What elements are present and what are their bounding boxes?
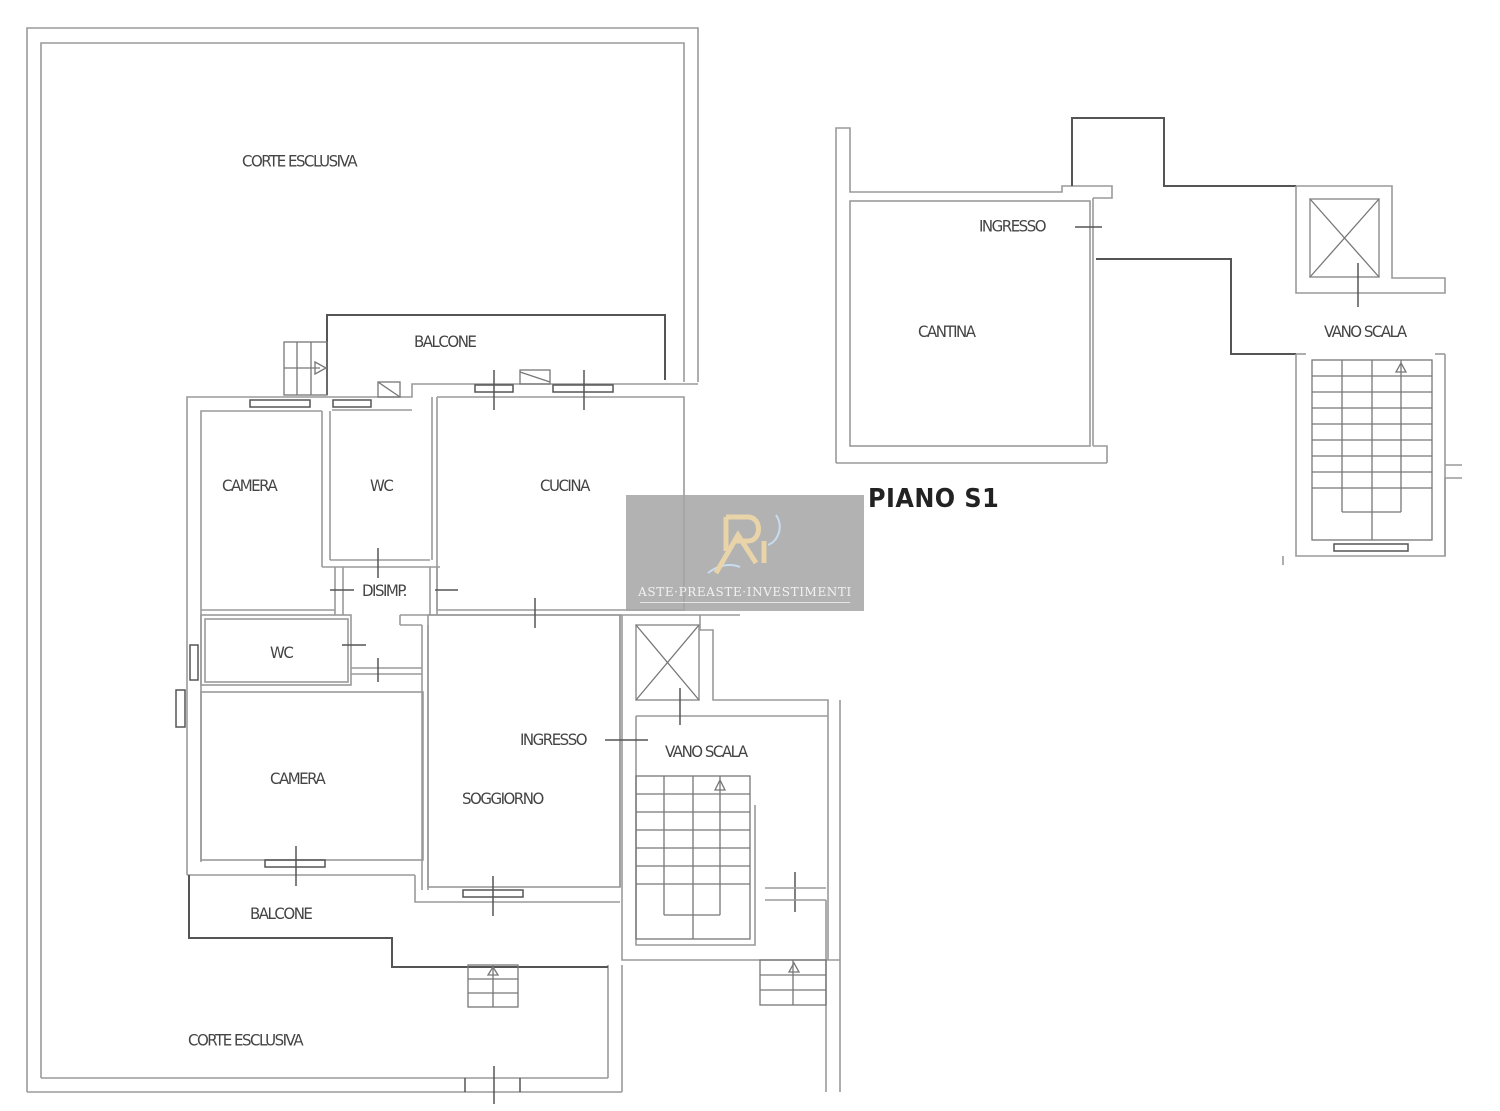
balcony-bottom [188,875,608,1008]
room-label-wc-1: WC [370,476,394,496]
stair-treads [636,793,750,885]
room-label-soggiorno: SOGGIORNO [462,789,544,809]
room-label-vano-scala-s1: VANO SCALA [1324,322,1407,342]
room-label-wc-2: WC [270,643,294,663]
brand-logo-icon [707,514,781,575]
watermark: ASTE·PREASTE·INVESTIMENTI [626,495,864,611]
watermark-underline [640,602,850,603]
stair-treads-s1 [1312,375,1432,489]
court-boundary [26,27,699,1093]
room-label-balcone-bottom: BALCONE [250,904,313,924]
stairwell-main [621,615,841,1092]
room-label-vano-scala-main: VANO SCALA [665,742,748,762]
balcony-top [283,314,666,396]
basement-plan [835,117,1462,565]
room-label-ingresso-main: INGRESSO [520,730,588,750]
room-label-disimpegno: DISIMP. [362,581,407,601]
room-label-ingresso-s1: INGRESSO [979,216,1047,236]
room-label-camera-2: CAMERA [270,769,326,789]
floor-title: PIANO S1 [868,484,1000,514]
apartment-walls [186,383,740,903]
watermark-brand-text: ASTE·PREASTE·INVESTIMENTI [638,585,852,599]
room-label-camera-1: CAMERA [222,476,278,496]
room-label-cantina: CANTINA [918,322,976,342]
room-label-cucina: CUCINA [540,476,590,496]
room-label-corte-bottom: CORTE ESCLUSIVA [188,1030,304,1050]
room-label-corte-top: CORTE ESCLUSIVA [242,151,358,171]
room-label-balcone-top: BALCONE [414,332,477,352]
openings [175,369,826,1104]
